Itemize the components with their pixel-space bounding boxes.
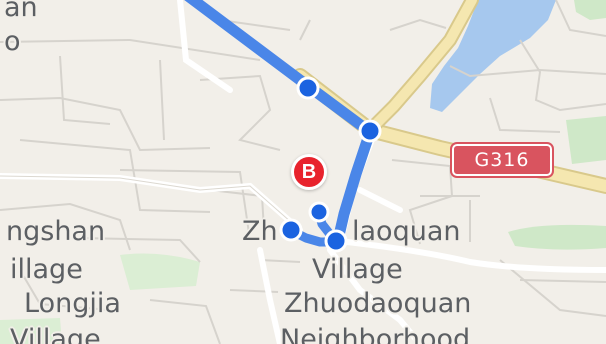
place-label-longshan: ngshan [6, 216, 106, 247]
waypoint-dot [279, 218, 303, 242]
park-area [0, 318, 62, 344]
place-label-zhuodaoquan-neighborhood-line2: Neighborhood [280, 324, 471, 344]
place-label-zhuodaoquan-village-line2: Village [312, 254, 403, 285]
park-area [566, 116, 606, 164]
waypoint-dot [358, 119, 382, 143]
lake [430, 0, 556, 112]
place-label: o [4, 26, 21, 57]
waypoint-dot [308, 201, 330, 223]
park-area [508, 224, 606, 250]
destination-marker-b[interactable]: B [291, 154, 327, 190]
route-waypoints [279, 76, 382, 253]
road-shield-g316: G316 [450, 142, 554, 178]
waypoint-dot [296, 76, 320, 100]
place-label-zhuodaoquan-village: Zh [242, 216, 278, 247]
place-label-longjia: Longjia [24, 288, 121, 319]
park-area [120, 253, 200, 290]
waypoint-dot [324, 229, 348, 253]
place-label-zhuodaoquan-village: laoquan [352, 216, 461, 247]
place-label: an [4, 0, 38, 23]
place-label-longjia-village: Village [10, 324, 101, 344]
place-label-longshan-village: illage [10, 254, 83, 285]
park-area [574, 0, 606, 20]
place-label-zhuodaoquan-neighborhood: Zhuodaoquan [284, 288, 472, 319]
route-line [184, 0, 376, 247]
